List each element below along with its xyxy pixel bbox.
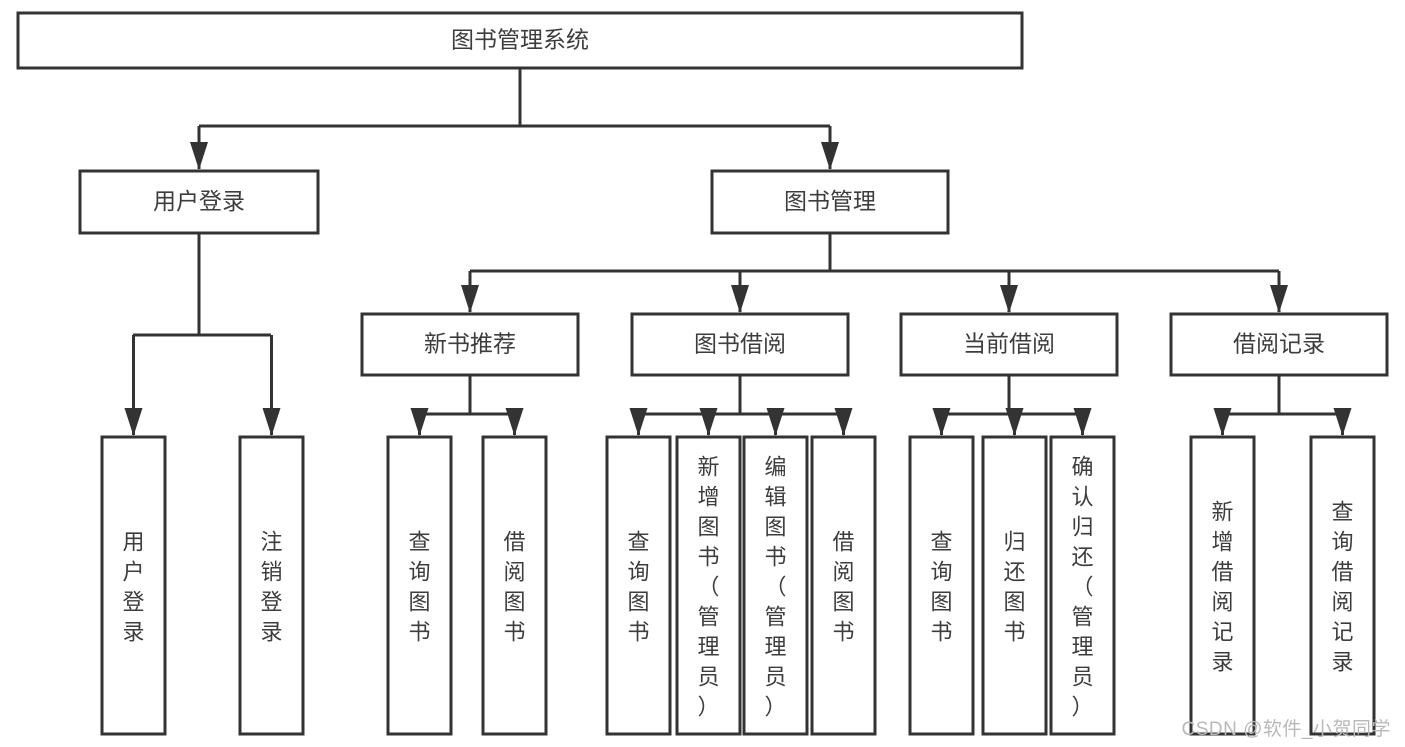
arrow-head-icon xyxy=(1270,285,1288,313)
node-leaf-add-record[interactable]: 新增借阅记录 xyxy=(1189,435,1256,736)
arrow-head-icon xyxy=(699,408,718,436)
node-label-leaf-query-book-2: 查询图书 xyxy=(627,530,649,645)
node-leaf-confirm-return[interactable]: 确认归还（管理员） xyxy=(1049,435,1116,736)
arrow-head-icon xyxy=(766,408,785,436)
node-leaf-return-book[interactable]: 归还图书 xyxy=(981,435,1048,736)
node-book-manage[interactable]: 图书管理 xyxy=(710,169,950,235)
node-label-leaf-return-book: 归还图书 xyxy=(1003,530,1025,645)
arrow-head-icon xyxy=(1213,408,1232,436)
node-leaf-borrow-book-2[interactable]: 借阅图书 xyxy=(810,435,877,736)
node-label-leaf-add-record: 新增借阅记录 xyxy=(1211,500,1233,675)
node-box-book-manage xyxy=(710,169,950,235)
node-label-root: 图书管理系统 xyxy=(451,27,589,53)
node-label-borrow-record: 借阅记录 xyxy=(1233,331,1325,357)
node-leaf-query-book-3[interactable]: 查询图书 xyxy=(908,435,975,736)
node-label-new-book-recommend: 新书推荐 xyxy=(424,331,516,357)
node-box-current-borrow xyxy=(899,312,1119,377)
arrow-head-icon xyxy=(190,142,208,170)
node-label-leaf-logout: 注销登录 xyxy=(260,530,282,645)
node-box-book-borrow xyxy=(630,312,850,377)
node-leaf-edit-book[interactable]: 编辑图书（管理员） xyxy=(742,435,809,736)
watermark-label: CSDN @软件_小贺同学 xyxy=(1181,719,1391,740)
node-box-leaf-query-book-1 xyxy=(386,435,453,736)
node-box-leaf-confirm-return xyxy=(1049,435,1116,736)
node-book-borrow[interactable]: 图书借阅 xyxy=(630,312,850,377)
node-label-leaf-edit-book: 编辑图书（管理员） xyxy=(764,455,786,720)
node-borrow-record[interactable]: 借阅记录 xyxy=(1169,312,1389,377)
node-new-book-recommend[interactable]: 新书推荐 xyxy=(360,312,580,377)
arrow-head-icon xyxy=(834,408,853,436)
node-box-leaf-query-book-3 xyxy=(908,435,975,736)
node-box-leaf-borrow-book-2 xyxy=(810,435,877,736)
arrow-head-icon xyxy=(1000,285,1018,313)
node-box-leaf-add-book xyxy=(675,435,742,736)
node-leaf-borrow-book-1[interactable]: 借阅图书 xyxy=(481,435,548,736)
node-box-root xyxy=(16,11,1024,70)
arrow-head-icon xyxy=(262,408,281,436)
node-box-leaf-borrow-book-1 xyxy=(481,435,548,736)
node-label-leaf-user-login: 用户登录 xyxy=(122,530,144,645)
node-label-leaf-query-book-3: 查询图书 xyxy=(930,530,952,645)
node-layer: 图书管理系统用户登录图书管理新书推荐图书借阅当前借阅借阅记录用户登录注销登录查询… xyxy=(16,11,1389,736)
arrow-head-icon xyxy=(731,285,749,313)
node-box-borrow-record xyxy=(1169,312,1389,377)
node-user-login[interactable]: 用户登录 xyxy=(78,169,320,235)
arrow-head-icon xyxy=(821,142,839,170)
node-box-leaf-query-book-2 xyxy=(605,435,672,736)
arrow-head-icon xyxy=(505,408,524,436)
node-box-new-book-recommend xyxy=(360,312,580,377)
node-label-leaf-query-book-1: 查询图书 xyxy=(408,530,430,645)
node-label-user-login: 用户登录 xyxy=(153,188,245,214)
node-box-leaf-edit-book xyxy=(742,435,809,736)
node-box-leaf-return-book xyxy=(981,435,1048,736)
node-box-user-login xyxy=(78,169,320,235)
node-box-leaf-add-record xyxy=(1189,435,1256,736)
node-leaf-logout[interactable]: 注销登录 xyxy=(238,435,305,736)
arrow-head-icon xyxy=(932,408,951,436)
node-root[interactable]: 图书管理系统 xyxy=(16,11,1024,70)
arrow-head-icon xyxy=(1073,408,1092,436)
node-leaf-user-login[interactable]: 用户登录 xyxy=(100,435,167,736)
arrow-head-icon xyxy=(629,408,648,436)
node-leaf-query-book-2[interactable]: 查询图书 xyxy=(605,435,672,736)
node-label-leaf-confirm-return: 确认归还（管理员） xyxy=(1071,455,1093,720)
node-label-book-manage: 图书管理 xyxy=(784,188,876,214)
node-box-leaf-query-record xyxy=(1309,435,1376,736)
arrow-head-icon xyxy=(461,285,479,313)
node-leaf-query-book-1[interactable]: 查询图书 xyxy=(386,435,453,736)
arrow-head-icon xyxy=(1005,408,1024,436)
connector-layer xyxy=(124,68,1352,436)
node-label-book-borrow: 图书借阅 xyxy=(694,331,786,357)
node-leaf-query-record[interactable]: 查询借阅记录 xyxy=(1309,435,1376,736)
node-current-borrow[interactable]: 当前借阅 xyxy=(899,312,1119,377)
node-label-leaf-borrow-book-1: 借阅图书 xyxy=(503,530,525,645)
node-label-current-borrow: 当前借阅 xyxy=(963,331,1055,357)
node-label-leaf-query-record: 查询借阅记录 xyxy=(1331,500,1353,675)
node-label-leaf-add-book: 新增图书（管理员） xyxy=(697,455,719,720)
arrow-head-icon xyxy=(1333,408,1352,436)
node-leaf-add-book[interactable]: 新增图书（管理员） xyxy=(675,435,742,736)
node-box-leaf-user-login xyxy=(100,435,167,736)
node-label-leaf-borrow-book-2: 借阅图书 xyxy=(832,530,854,645)
arrow-head-icon xyxy=(124,408,143,436)
arrow-head-icon xyxy=(410,408,429,436)
node-box-leaf-logout xyxy=(238,435,305,736)
